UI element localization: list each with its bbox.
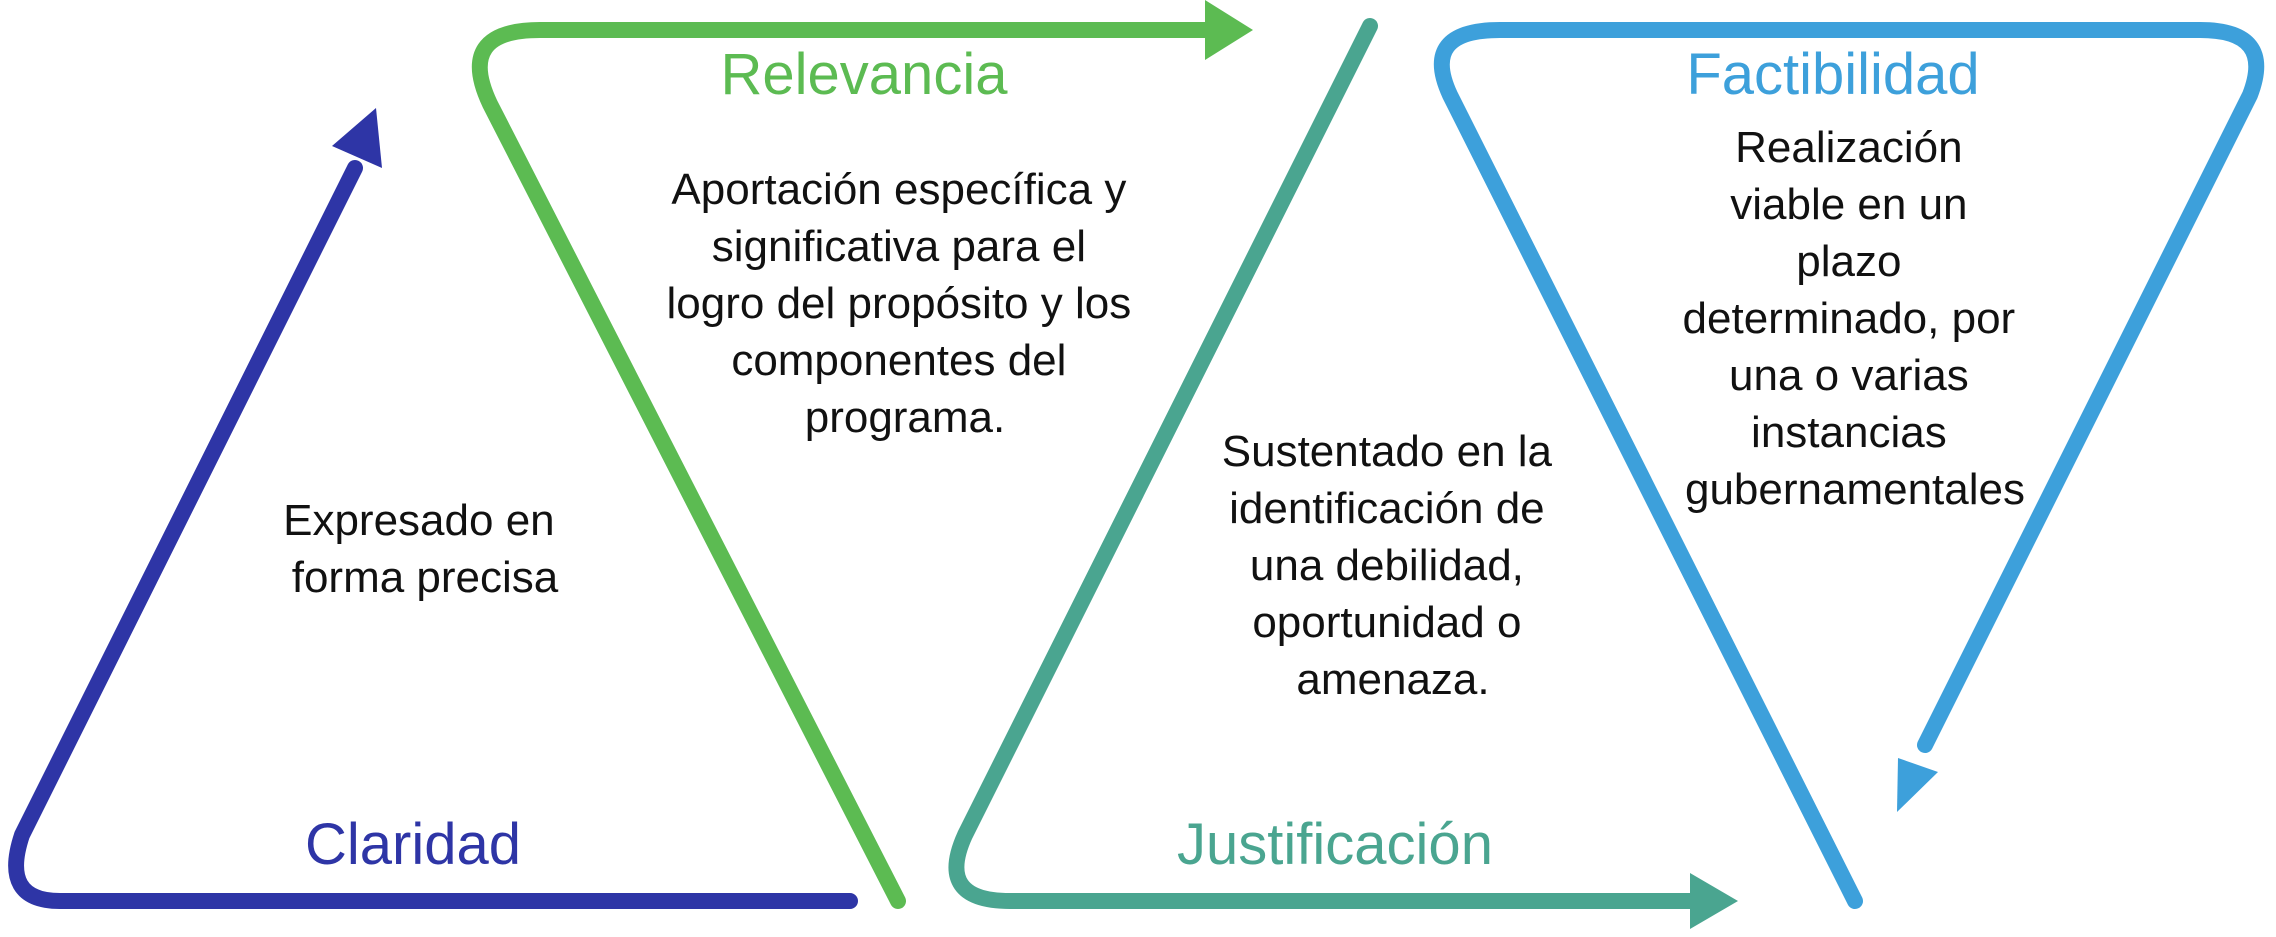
relevancia-desc-line: programa. bbox=[805, 393, 1006, 442]
claridad-arrowhead-icon bbox=[332, 108, 382, 168]
claridad-desc-line: forma precisa bbox=[292, 553, 559, 602]
factibilidad-desc-line: Realización bbox=[1735, 123, 1962, 172]
relevancia-desc-line: significativa para el bbox=[712, 222, 1086, 271]
claridad-description: Expresado en forma precisa bbox=[283, 496, 567, 602]
claridad-title: Claridad bbox=[305, 812, 521, 877]
factibilidad-desc-line: viable en un bbox=[1730, 180, 1967, 229]
justificacion-arrowhead-icon bbox=[1690, 873, 1738, 929]
relevancia-title: Relevancia bbox=[721, 42, 1009, 107]
factibilidad-desc-line: gubernamentales bbox=[1685, 465, 2025, 514]
justificacion-desc-line: Sustentado en la bbox=[1222, 427, 1553, 476]
justificacion-arrow-path bbox=[948, 18, 1701, 909]
relevancia-desc-line: Aportación específica y bbox=[671, 165, 1126, 214]
claridad-arrow-path bbox=[8, 160, 858, 909]
factibilidad-title: Factibilidad bbox=[1686, 42, 1979, 107]
relevancia-desc-line: componentes del bbox=[731, 336, 1066, 385]
relevancia-arrow-path bbox=[472, 22, 1213, 909]
relevancia-description: Aportación específica y significativa pa… bbox=[667, 165, 1144, 442]
factibilidad-desc-line: instancias bbox=[1751, 408, 1947, 457]
relevancia-desc-line: logro del propósito y los bbox=[667, 279, 1132, 328]
relevancia-arrowhead-icon bbox=[1205, 0, 1253, 60]
factibilidad-desc-line: una o varias bbox=[1729, 351, 1969, 400]
justificacion-desc-line: identificación de bbox=[1229, 484, 1545, 533]
factibilidad-description: Realización viable en un plazo determina… bbox=[1683, 123, 2028, 514]
factibilidad-arrowhead-icon bbox=[1897, 758, 1938, 812]
justificacion-description: Sustentado en la identificación de una d… bbox=[1222, 427, 1565, 704]
factibilidad-arrow-path bbox=[1433, 22, 2265, 909]
claridad-desc-line: Expresado en bbox=[283, 496, 555, 545]
factibilidad-desc-line: plazo bbox=[1796, 237, 1901, 286]
justificacion-desc-line: una debilidad, bbox=[1250, 541, 1524, 590]
justificacion-desc-line: oportunidad o bbox=[1252, 598, 1521, 647]
justificacion-title: Justificación bbox=[1177, 812, 1493, 877]
justificacion-desc-line: amenaza. bbox=[1296, 655, 1489, 704]
factibilidad-desc-line: determinado, por bbox=[1683, 294, 2016, 343]
